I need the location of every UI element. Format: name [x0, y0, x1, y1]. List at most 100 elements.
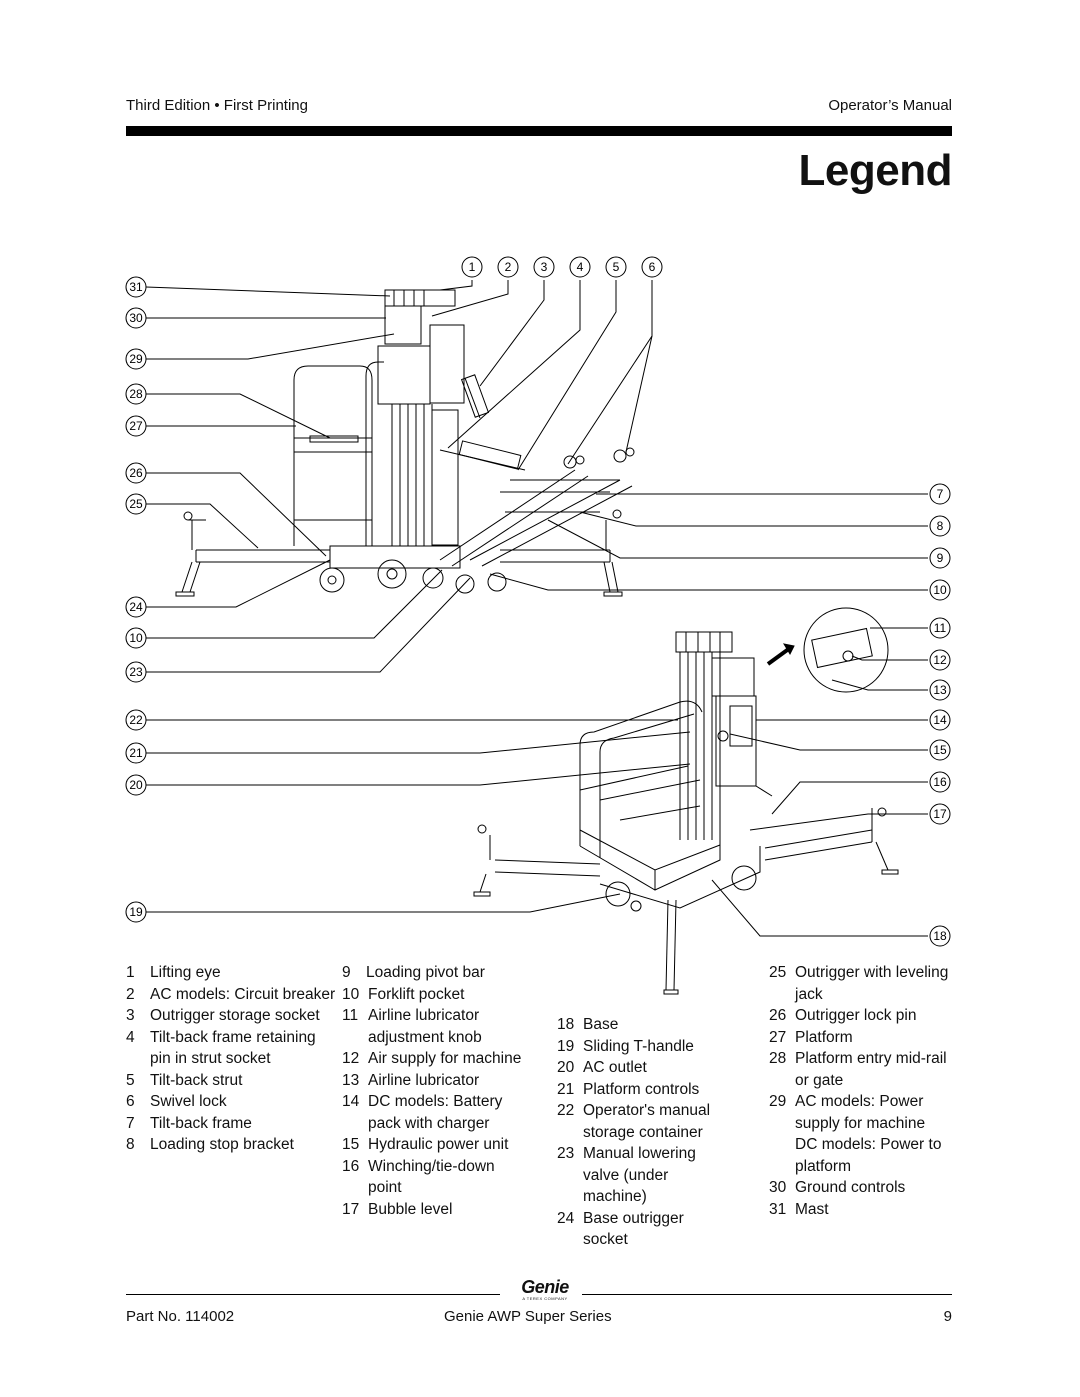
legend-item-number: 6 [126, 1093, 135, 1110]
callout-circle [533, 256, 555, 278]
legend-item-text: Outrigger with leveling jack [795, 964, 949, 1003]
callout-circle [929, 739, 951, 761]
callout-number: 20 [129, 778, 143, 792]
legend-item-number: 18 [557, 1016, 575, 1033]
footer-part-number: Part No. 114002 [126, 1308, 235, 1325]
legend-item: 6 Swivel lock [126, 1091, 336, 1113]
legend-item-text: Operator's manual storage container [583, 1102, 711, 1141]
legend-item-number: 23 [557, 1145, 575, 1162]
callout-number: 11 [934, 621, 947, 635]
callout-number: 4 [577, 260, 584, 274]
callout-number: 25 [129, 497, 143, 511]
legend-item-text: Outrigger lock pin [795, 1007, 917, 1024]
callout-number: 1 [469, 260, 476, 274]
callout-circle [929, 925, 951, 947]
legend-item-text: DC models: Battery pack with charger [368, 1093, 503, 1132]
legend-item-number: 22 [557, 1102, 575, 1119]
callout-circle [929, 649, 951, 671]
callout-number: 3 [541, 260, 548, 274]
callout-circle [125, 462, 147, 484]
legend-item-text: Tilt-back strut [150, 1071, 243, 1089]
callout-circle [929, 515, 951, 537]
legend-item-number: 13 [342, 1071, 360, 1089]
footer-rule-right [582, 1294, 952, 1295]
legend-item-number: 4 [126, 1028, 135, 1046]
callout-circle [929, 709, 951, 731]
callout-number: 13 [933, 683, 947, 697]
callout-circle [125, 901, 147, 923]
callout-circle [125, 348, 147, 370]
callout-circle [125, 742, 147, 764]
legend-item-text: Loading stop bracket [150, 1136, 294, 1153]
legend-item-number: 8 [126, 1136, 135, 1153]
legend-item-text: Hydraulic power unit [368, 1136, 509, 1153]
legend-item-text: Platform controls [583, 1080, 700, 1098]
legend-item-text: AC models: Power supply for machine DC m… [795, 1093, 942, 1175]
callout-circle [125, 774, 147, 796]
legend-item-text: Swivel lock [150, 1093, 227, 1110]
leader-lines [145, 280, 928, 937]
legend-item-number: 3 [126, 1007, 135, 1024]
callout-circle [461, 256, 483, 278]
callout-circle [125, 415, 147, 437]
callout-circle [125, 661, 147, 683]
callout-number: 2 [505, 260, 512, 274]
callout-circle [929, 547, 951, 569]
legend-item-number: 24 [557, 1209, 575, 1227]
callout-circle [929, 803, 951, 825]
callout-number: 10 [129, 631, 143, 645]
legend-item: 13 Airline lubricator [342, 1070, 532, 1092]
legend-item-number: 5 [126, 1071, 135, 1089]
callout-number: 12 [933, 653, 947, 667]
legend-item-text: Tilt-back frame retaining pin in strut s… [150, 1028, 316, 1068]
callout-circle [641, 256, 663, 278]
legend-item-number: 2 [126, 985, 135, 1003]
callout-circle [569, 256, 591, 278]
footer-series: Genie AWP Super Series [444, 1308, 612, 1325]
callout-circle [929, 679, 951, 701]
legend-item: 22 Operator's manual storage container [557, 1100, 727, 1143]
legend-item-text: AC models: Circuit breaker [150, 985, 336, 1003]
legend-item-text: Base outrigger socket [583, 1209, 684, 1249]
callout-number: 31 [129, 280, 143, 294]
legend-item-text: Air supply for machine [368, 1050, 522, 1067]
callout-number: 10 [933, 583, 947, 597]
legend-item-number: 21 [557, 1080, 575, 1098]
legend-item: 12 Air supply for machine [342, 1048, 532, 1070]
callout-circle [929, 771, 951, 793]
legend-item: 2 AC models: Circuit breaker [126, 984, 336, 1006]
legend-item-text: Tilt-back frame [150, 1114, 252, 1132]
callout-number: 30 [129, 311, 143, 325]
legend-item-number: 15 [342, 1136, 360, 1153]
callout-number: 29 [129, 352, 143, 366]
legend-item-number: 12 [342, 1050, 360, 1067]
legend-item: 24 Base outrigger socket [557, 1208, 727, 1251]
legend-item-text: Sliding T-handle [583, 1037, 694, 1055]
legend-item-text: Bubble level [368, 1200, 453, 1218]
legend-item-text: Mast [795, 1200, 829, 1218]
callout-number: 7 [937, 487, 944, 501]
legend-item: 8 Loading stop bracket [126, 1134, 336, 1156]
legend-item-number: 29 [769, 1093, 787, 1110]
legend-item-text: Base [583, 1016, 619, 1033]
callout-number: 9 [937, 551, 944, 565]
legend-item: 18 Base [557, 1014, 727, 1036]
callout-number: 17 [933, 807, 947, 821]
callout-circle [497, 256, 519, 278]
legend-item-text: Manual lowering valve (under machine) [583, 1145, 696, 1205]
legend-item-text: Ground controls [795, 1179, 906, 1196]
legend-item: 21 Platform controls [557, 1079, 727, 1101]
legend-item-text: Airline lubricator [368, 1071, 480, 1089]
